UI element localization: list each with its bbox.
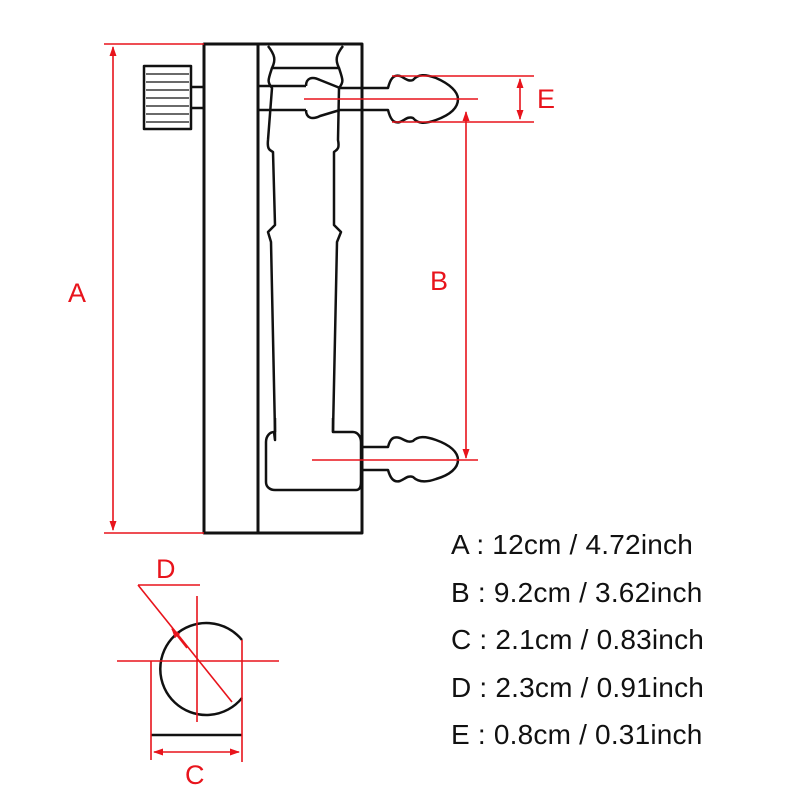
spec-separator: :: [471, 671, 496, 703]
spec-imperial: 4.72inch: [585, 529, 693, 560]
spec-metric: 2.1cm: [495, 624, 573, 656]
label-e: E: [537, 84, 556, 114]
spec-separator: :: [469, 576, 494, 608]
spec-imperial: 0.83inch: [596, 624, 705, 656]
spec-metric: 12cm: [492, 529, 562, 560]
spec-key: E: [451, 719, 470, 751]
cross-section: [117, 584, 279, 762]
glass-tube: [258, 45, 363, 492]
dimension-lines: [104, 43, 534, 534]
spec-list: A : 12cm / 4.72inch B : 9.2cm / 3.62inch…: [451, 527, 704, 765]
spec-metric: 9.2cm: [493, 576, 572, 608]
spec-key: A: [451, 529, 469, 560]
label-a: A: [68, 278, 87, 308]
spec-key: B: [451, 576, 470, 608]
spec-divider: /: [572, 624, 597, 656]
spec-key: D: [451, 671, 472, 703]
spec-row-e: E : 0.8cm / 0.31inch: [451, 717, 704, 765]
spec-separator: :: [469, 719, 494, 751]
label-d: D: [156, 554, 176, 584]
dimension-e: [392, 75, 534, 123]
spec-divider: /: [571, 576, 596, 608]
spec-divider: /: [561, 529, 586, 560]
spec-imperial: 3.62inch: [595, 576, 703, 608]
spec-metric: 2.3cm: [495, 671, 573, 703]
label-b: B: [430, 266, 449, 296]
dimension-a: [104, 43, 204, 534]
spec-imperial: 0.31inch: [595, 719, 703, 751]
spec-separator: :: [471, 624, 496, 656]
dimension-b: [304, 98, 478, 461]
spec-metric: 0.8cm: [493, 719, 572, 751]
spec-row-b: B : 9.2cm / 3.62inch: [451, 575, 704, 623]
spec-row-a: A : 12cm / 4.72inch: [451, 527, 704, 575]
spec-imperial: 0.91inch: [596, 671, 705, 703]
adjusting-knob: [142, 64, 204, 131]
spec-divider: /: [572, 671, 597, 703]
spec-key: C: [451, 624, 472, 656]
spec-row-c: C : 2.1cm / 0.83inch: [451, 622, 704, 670]
spec-divider: /: [571, 719, 596, 751]
flowmeter-body: [142, 42, 460, 535]
spec-row-d: D : 2.3cm / 0.91inch: [451, 670, 704, 718]
spec-separator: :: [468, 529, 493, 560]
label-c: C: [185, 760, 205, 790]
